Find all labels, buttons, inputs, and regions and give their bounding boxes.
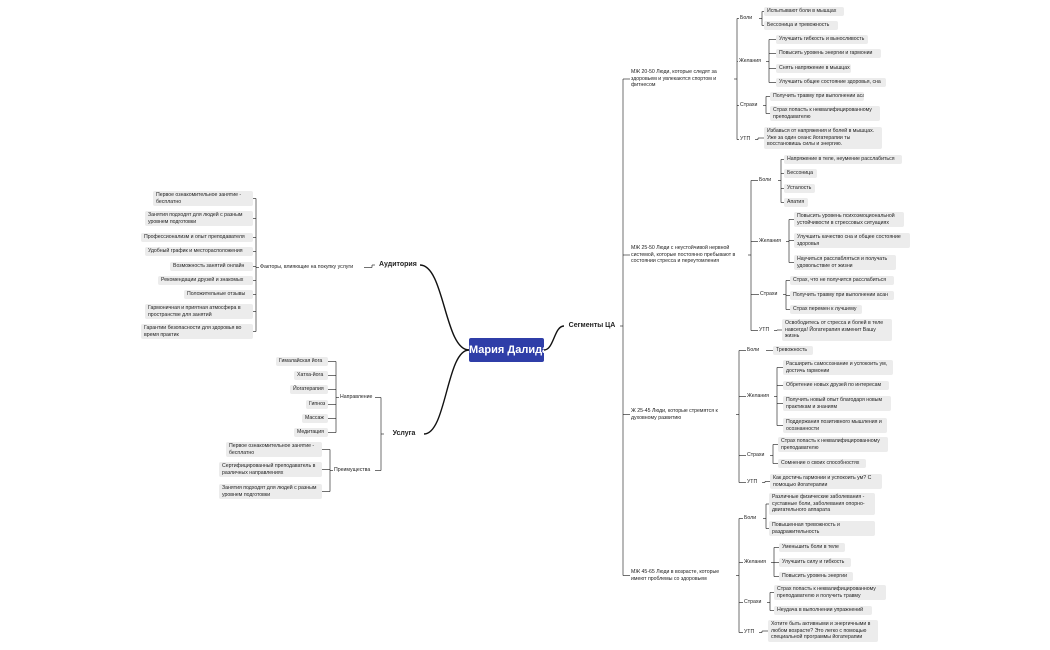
fear-item[interactable]: Страх, что не получится расслабиться (790, 276, 894, 285)
pain-item[interactable]: Бессоница и тревожность (764, 21, 838, 30)
wishes-node[interactable]: Желания (739, 58, 761, 64)
factor-item[interactable]: Гармоничная и приятная атмосфера в прост… (145, 304, 253, 320)
connector-line (419, 264, 470, 351)
wish-item[interactable]: Обретение новых друзей по интересам (783, 381, 889, 390)
usp-text[interactable]: Освободитесь от стресса и болей в теле н… (782, 319, 892, 341)
central-topic[interactable]: Мария Далида (469, 338, 544, 362)
segment-4[interactable]: МЖ 45-65 Люди в возрасте, которые имеют … (631, 569, 720, 582)
fear-item[interactable]: Получить травму при выполнении асан (790, 291, 894, 300)
pain-item[interactable]: Различные физические заболевания - суста… (769, 493, 875, 515)
factors-node[interactable]: Факторы, влияющие на покупку услуги (260, 264, 354, 270)
factor-item[interactable]: Возможность занятий онлайн (170, 262, 253, 271)
fears-node[interactable]: Страхи (740, 102, 758, 108)
factor-item[interactable]: Профессионализм и опыт преподавателя (141, 233, 253, 242)
wish-item[interactable]: Получить новый опыт благодаря новым прак… (783, 396, 891, 412)
usp-node[interactable]: УТП (759, 327, 770, 333)
segment-1[interactable]: МЖ 20-50 Люди, которые следят за здоровь… (631, 69, 717, 89)
wish-item[interactable]: Улучшить силу и гибкость (779, 558, 851, 567)
pain-item[interactable]: Бессоница (784, 169, 817, 178)
fear-item[interactable]: Страх попасть к неквалифицированному пре… (778, 437, 888, 453)
fear-item[interactable]: Неудача в выполнении упражнений (774, 606, 872, 615)
wish-item[interactable]: Повысить уровень энергии (779, 572, 853, 581)
pains-node[interactable]: Боли (747, 347, 760, 353)
direction-item[interactable]: Гипноз (306, 400, 328, 409)
wish-item[interactable]: Снять напряжение в мышцах (776, 64, 851, 73)
advantages-node[interactable]: Преимущества (334, 467, 371, 473)
fears-node[interactable]: Страхи (744, 599, 762, 605)
wish-item[interactable]: Улучшить качество сна и общее состояние … (794, 233, 910, 249)
factor-item[interactable]: Удобный график и месторасположения (145, 247, 253, 256)
wish-item[interactable]: Уменьшить боли в теле (779, 543, 845, 552)
factor-item[interactable]: Первое ознакомительное занятие - бесплат… (153, 191, 253, 207)
wish-item[interactable]: Повысить уровень психоэмоциональной усто… (794, 212, 904, 228)
pain-item[interactable]: Испытывают боли в мышцах (764, 7, 844, 16)
usp-node[interactable]: УТП (740, 136, 751, 142)
connector-line (543, 325, 565, 351)
usp-node[interactable]: УТП (744, 629, 755, 635)
advantage-item[interactable]: Первое ознакомительное занятие - бесплат… (226, 442, 322, 458)
wishes-node[interactable]: Желания (759, 238, 781, 244)
pain-item[interactable]: Усталость (784, 184, 815, 193)
wish-item[interactable]: Поддержания позитивного мышления и осозн… (783, 418, 887, 434)
branch-audience[interactable]: Аудитория (375, 259, 420, 271)
pain-item[interactable]: Тревожность (773, 346, 813, 355)
usp-text[interactable]: Как достичь гармонии и успокоить ум? С п… (770, 474, 882, 490)
fears-node[interactable]: Страхи (760, 291, 778, 297)
pain-item[interactable]: Апатия (784, 198, 808, 207)
pains-node[interactable]: Боли (744, 515, 757, 521)
usp-text[interactable]: Избавься от напряжения и болей в мышцах.… (764, 127, 882, 149)
usp-text[interactable]: Хотите быть активными и энергичными в лю… (768, 620, 878, 642)
usp-node[interactable]: УТП (747, 479, 758, 485)
branch-service[interactable]: Услуга (384, 428, 424, 440)
wish-item[interactable]: Улучшить общее состояние здоровья, сна (776, 78, 886, 87)
segment-2[interactable]: МЖ 25-50 Люди с неустойчивой нервной сис… (631, 245, 736, 265)
wishes-node[interactable]: Желания (747, 393, 769, 399)
factor-item[interactable]: Гарантии безопасности для здоровья во вр… (141, 324, 253, 340)
pain-item[interactable]: Напряжение в теле, неумение расслабиться (784, 155, 902, 164)
fear-item[interactable]: Получить травму при выполнении асан (770, 92, 864, 101)
wish-item[interactable]: Научиться расслабляться и получать удово… (794, 255, 896, 271)
wishes-node[interactable]: Желания (744, 559, 766, 565)
segment-3[interactable]: Ж 25-45 Люди, которые стремятся к духовн… (631, 408, 718, 421)
advantage-item[interactable]: Сертифицированный преподаватель в различ… (219, 462, 322, 478)
direction-item[interactable]: Хатха-йога (294, 371, 328, 380)
fear-item[interactable]: Страх попасть к неквалифицированному пре… (770, 106, 880, 122)
connector-line (423, 349, 470, 435)
direction-item[interactable]: Йогатерапия (290, 385, 328, 394)
wish-item[interactable]: Повысить уровень энергии и гармонии (776, 49, 881, 58)
branch-segments[interactable]: Сегменты ЦА (564, 320, 620, 332)
factor-item[interactable]: Положительные отзывы (184, 290, 253, 299)
advantage-item[interactable]: Занятия подходят для людей с разным уров… (219, 484, 322, 500)
factor-item[interactable]: Рекомендации друзей и знакомых (158, 276, 253, 285)
pains-node[interactable]: Боли (740, 15, 753, 21)
direction-item[interactable]: Гималайская йога (276, 357, 328, 366)
direction-node[interactable]: Направление (340, 394, 373, 400)
fear-item[interactable]: Сомнение о своих способностях (778, 459, 866, 468)
wish-item[interactable]: Расширить самосознание и успокоить ум, д… (783, 360, 893, 376)
fear-item[interactable]: Страх перемен к лучшему (790, 305, 862, 314)
fears-node[interactable]: Страхи (747, 452, 765, 458)
factor-item[interactable]: Занятия подходят для людей с разным уров… (145, 211, 253, 227)
pains-node[interactable]: Боли (759, 177, 772, 183)
wish-item[interactable]: Улучшить гибкость и выносливость (776, 35, 868, 44)
pain-item[interactable]: Повышенная тревожность и раздражительнос… (769, 521, 875, 537)
direction-item[interactable]: Медитация (294, 428, 328, 437)
direction-item[interactable]: Массаж (302, 414, 328, 423)
fear-item[interactable]: Страх попасть к неквалифицированному пре… (774, 585, 886, 601)
